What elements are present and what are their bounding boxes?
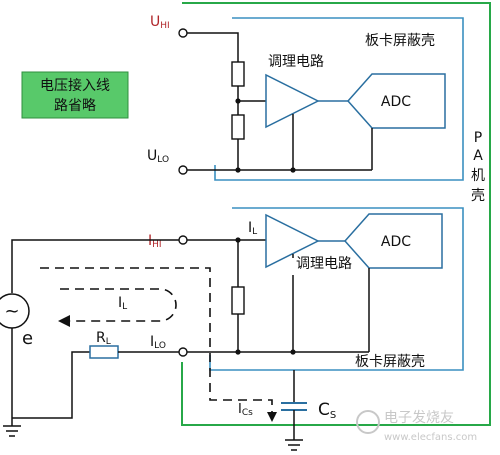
load-label: RL (96, 330, 111, 347)
upper-board-shield (214, 17, 464, 181)
u-hi-wire (187, 32, 239, 62)
upper-conditioning-label: 调理电路 (268, 54, 324, 70)
load-current-loop (60, 288, 177, 322)
source-top-wire (11, 239, 179, 293)
watermark-logo-icon (356, 410, 380, 434)
shunt-resistor (231, 286, 245, 315)
svg-text:壳: 壳 (471, 187, 485, 204)
pa-chassis-outline (181, 2, 491, 426)
load-resistor (89, 345, 119, 359)
i-lo-node-1 (235, 349, 241, 355)
i-hi-terminal (178, 235, 188, 245)
u-lo-terminal (178, 165, 188, 175)
lower-shield-label: 板卡屏蔽壳 (355, 353, 425, 370)
leakage-arrowhead (267, 412, 277, 422)
svg-text:机: 机 (471, 168, 485, 184)
svg-text:A: A (473, 148, 483, 164)
u-hi-label: UHI (150, 14, 170, 31)
note-box (21, 71, 129, 119)
note-box-line2: 路省略 (54, 98, 96, 114)
lower-amplifier (265, 213, 320, 269)
lower-adc-label: ADC (381, 234, 411, 250)
source-ground-symbol (3, 425, 21, 437)
source-label: e (22, 328, 33, 349)
cs-label: CS (318, 400, 336, 421)
pa-chassis-label: P A 机 壳 (471, 130, 485, 204)
upper-shield-label: 板卡屏蔽壳 (365, 32, 435, 49)
lower-conditioning-label: 调理电路 (296, 256, 352, 272)
upper-amplifier (265, 73, 320, 129)
note-box-line1: 电压接入线 (40, 77, 110, 94)
u-lo-node-1 (235, 167, 241, 173)
leakage-current-path (40, 267, 273, 414)
i-lo-label: ILO (150, 334, 166, 351)
i-hi-label: IHI (148, 233, 162, 250)
upper-resistor-bottom (231, 114, 245, 140)
u-hi-terminal (178, 28, 188, 38)
lower-board-shield (209, 207, 464, 371)
shunt-current-label: IL (248, 220, 257, 237)
watermark: 电子发烧友 www.elecfans.com (356, 410, 477, 443)
load-return-wire (12, 351, 90, 419)
source-symbol: ~ (4, 301, 19, 322)
upper-adc (346, 73, 446, 129)
upper-resistor-top (231, 61, 245, 87)
loop-current-label: IL (118, 295, 127, 312)
watermark-line2: www.elecfans.com (384, 432, 477, 443)
lower-adc (343, 213, 443, 269)
u-lo-label: ULO (147, 148, 169, 165)
watermark-line1: 电子发烧友 (384, 410, 454, 426)
i-lo-node-2 (290, 349, 296, 355)
svg-text:P: P (474, 130, 482, 146)
load-current-arrowhead (58, 315, 70, 327)
upper-adc-label: ADC (381, 94, 411, 110)
capacitive-current-label: ICs (238, 402, 253, 418)
cs-ground-symbol (285, 439, 303, 451)
i-lo-terminal (178, 347, 188, 357)
